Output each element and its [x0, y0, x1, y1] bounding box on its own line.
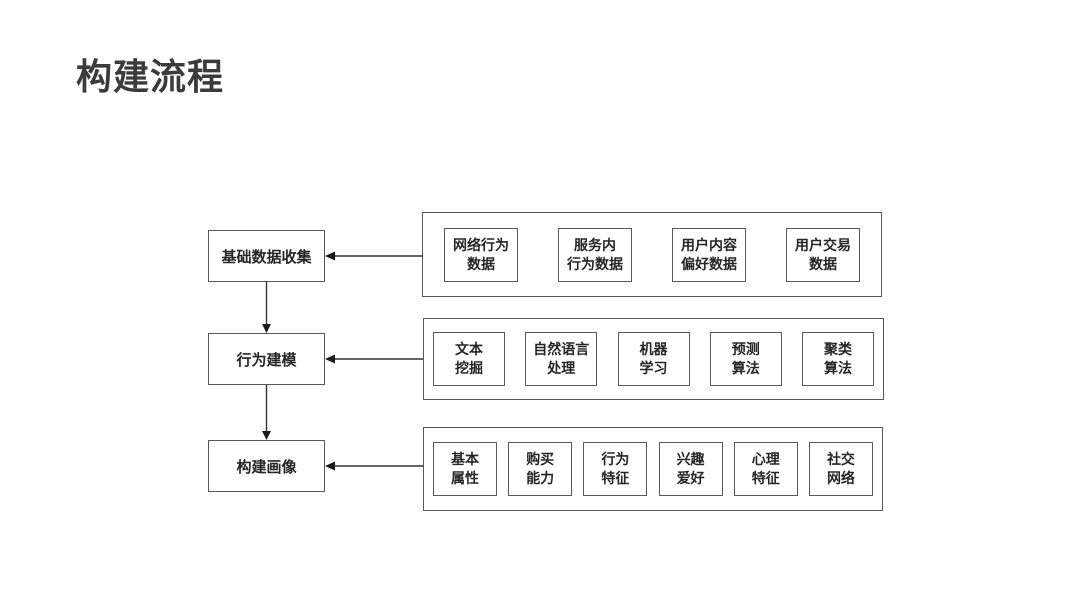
item-machine-learning: 机器 学习 — [617, 332, 690, 386]
item-user-transaction-data: 用户交易 数据 — [786, 227, 860, 282]
item-clustering-algorithm: 聚类 算法 — [802, 332, 874, 386]
group-modeling-methods: 文本 挖掘 自然语言 处理 机器 学习 预测 算法 聚类 算法 — [423, 318, 884, 400]
item-basic-attributes: 基本 属性 — [433, 442, 497, 496]
item-social-network: 社交 网络 — [808, 442, 873, 496]
group-profile-dimensions: 基本 属性 购买 能力 行为 特征 兴趣 爱好 心理 特征 社交 网络 — [423, 427, 883, 511]
item-in-service-behavior-data: 服务内 行为数据 — [558, 227, 632, 282]
arrow-features-to-profiling — [325, 461, 423, 471]
stage-box-basic-data-collection: 基础数据收集 — [208, 230, 325, 282]
stage-box-behavior-modeling: 行为建模 — [208, 333, 325, 385]
group-data-sources: 网络行为 数据 服务内 行为数据 用户内容 偏好数据 用户交易 数据 — [422, 212, 882, 297]
arrow-modeling-to-profiling — [262, 385, 271, 440]
item-network-behavior-data: 网络行为 数据 — [444, 227, 518, 282]
arrow-collection-to-modeling — [262, 282, 271, 333]
item-interests: 兴趣 爱好 — [658, 442, 723, 496]
arrow-sources-to-collection — [325, 251, 423, 261]
item-purchasing-power: 购买 能力 — [508, 442, 573, 496]
stage-box-profile-building: 构建画像 — [208, 440, 325, 492]
item-psychological-features: 心理 特征 — [733, 442, 798, 496]
page-title: 构建流程 — [76, 56, 225, 97]
arrow-methods-to-modeling — [325, 354, 423, 364]
item-text-mining: 文本 挖掘 — [433, 332, 505, 386]
item-prediction-algorithm: 预测 算法 — [709, 332, 782, 386]
item-behavior-features: 行为 特征 — [583, 442, 648, 496]
item-nlp: 自然语言 处理 — [525, 332, 598, 386]
item-user-content-preference-data: 用户内容 偏好数据 — [672, 227, 746, 282]
